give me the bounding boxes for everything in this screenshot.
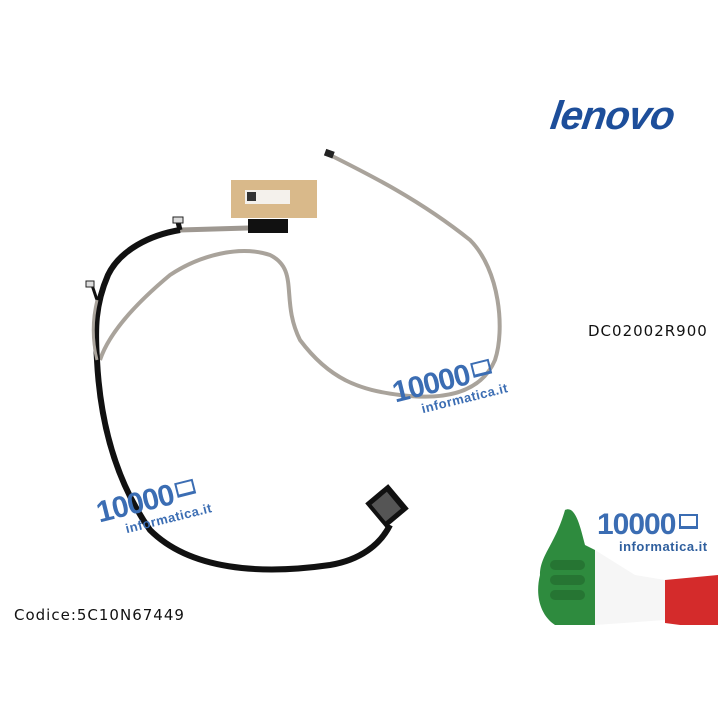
part-number: DC02002R900 [588,322,708,340]
italian-thumbs-up-badge [538,509,718,625]
watermark-domain: informatica.it [619,539,708,554]
watermark-badge: 10000 informatica.it [597,508,708,554]
laptop-icon [679,514,699,529]
product-code: Codice:5C10N67449 [14,606,185,624]
laptop-icon [470,358,493,378]
watermark-number: 10000 [597,508,676,541]
laptop-icon [174,478,197,498]
lenovo-logo: lenovo [547,94,677,138]
